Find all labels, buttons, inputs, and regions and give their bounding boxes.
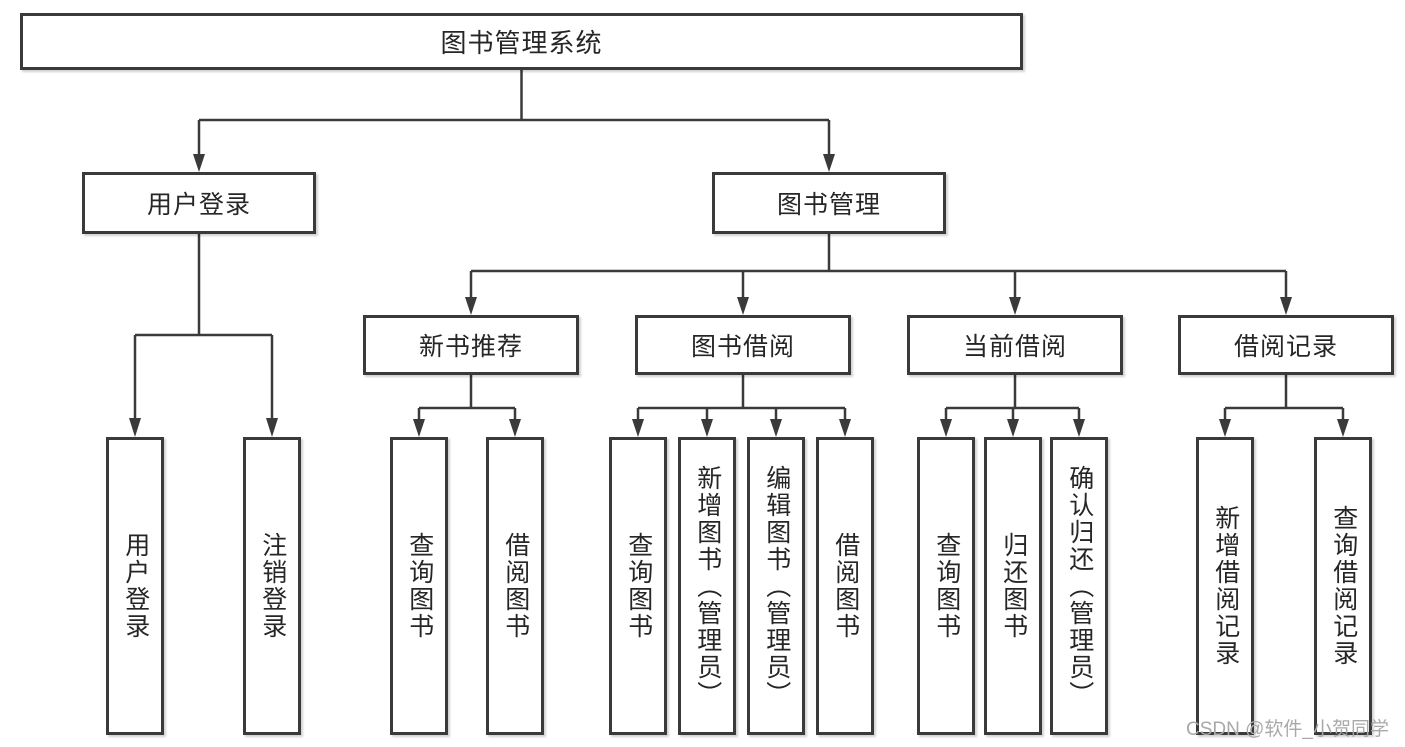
connector-user-login-children	[129, 234, 278, 437]
leaf-query-borrow-record: 查询借阅记录	[1314, 437, 1372, 735]
connector-book-management-children	[465, 234, 1292, 315]
node-label: 新增图书（管理员）	[693, 464, 722, 708]
node-label: 新增借阅记录	[1211, 505, 1240, 667]
leaf-return-books: 归还图书	[984, 437, 1042, 735]
node-label: 图书管理	[776, 191, 881, 219]
node-label: 查询图书	[405, 532, 434, 640]
node-label: 借阅图书	[831, 532, 860, 640]
leaf-confirm-return-admin: 确认归还（管理员）	[1050, 437, 1108, 735]
leaf-borrow-books: 借阅图书	[816, 437, 874, 735]
connector-current-borrowing-children	[940, 375, 1085, 437]
node-library-management-system: 图书管理系统	[20, 13, 1023, 70]
leaf-add-borrow-record: 新增借阅记录	[1196, 437, 1254, 735]
leaf-edit-books-admin: 编辑图书（管理员）	[747, 437, 805, 735]
node-borrowing-records: 借阅记录	[1178, 315, 1394, 375]
node-label: 新书推荐	[418, 333, 523, 361]
leaf-add-books-admin: 新增图书（管理员）	[678, 437, 736, 735]
node-user-login: 用户登录	[82, 172, 316, 234]
node-current-borrowing: 当前借阅	[907, 315, 1123, 375]
connector-new-book-recommend-children	[413, 375, 521, 437]
node-label: 查询图书	[624, 532, 653, 640]
node-label: 图书借阅	[690, 333, 795, 361]
node-label: 用户登录	[146, 191, 251, 219]
leaf-query-books-borrowing: 查询图书	[609, 437, 667, 735]
leaf-query-books-recommend: 查询图书	[390, 437, 448, 735]
node-label: 注销登录	[258, 532, 287, 640]
node-book-borrowing: 图书借阅	[635, 315, 851, 375]
node-label: 借阅图书	[501, 532, 530, 640]
node-book-management: 图书管理	[712, 172, 946, 234]
node-new-book-recommend: 新书推荐	[363, 315, 579, 375]
node-label: 确认归还（管理员）	[1065, 464, 1094, 708]
leaf-borrow-books-recommend: 借阅图书	[486, 437, 544, 735]
node-label: 用户登录	[121, 532, 150, 640]
leaf-logout: 注销登录	[243, 437, 301, 735]
node-label: 查询图书	[932, 532, 961, 640]
node-label: 查询借阅记录	[1329, 505, 1358, 667]
node-label: 图书管理系统	[440, 28, 603, 58]
connector-borrowing-records-children	[1219, 375, 1349, 437]
leaf-user-login: 用户登录	[106, 437, 164, 735]
node-label: 借阅记录	[1233, 333, 1338, 361]
connector-root-to-level2	[193, 70, 835, 172]
node-label: 编辑图书（管理员）	[762, 464, 791, 708]
connector-book-borrowing-children	[632, 375, 851, 437]
leaf-query-books-current: 查询图书	[917, 437, 975, 735]
node-label: 归还图书	[999, 532, 1028, 640]
node-label: 当前借阅	[962, 333, 1067, 361]
watermark-text: CSDN @软件_小贺同学	[1186, 719, 1389, 740]
